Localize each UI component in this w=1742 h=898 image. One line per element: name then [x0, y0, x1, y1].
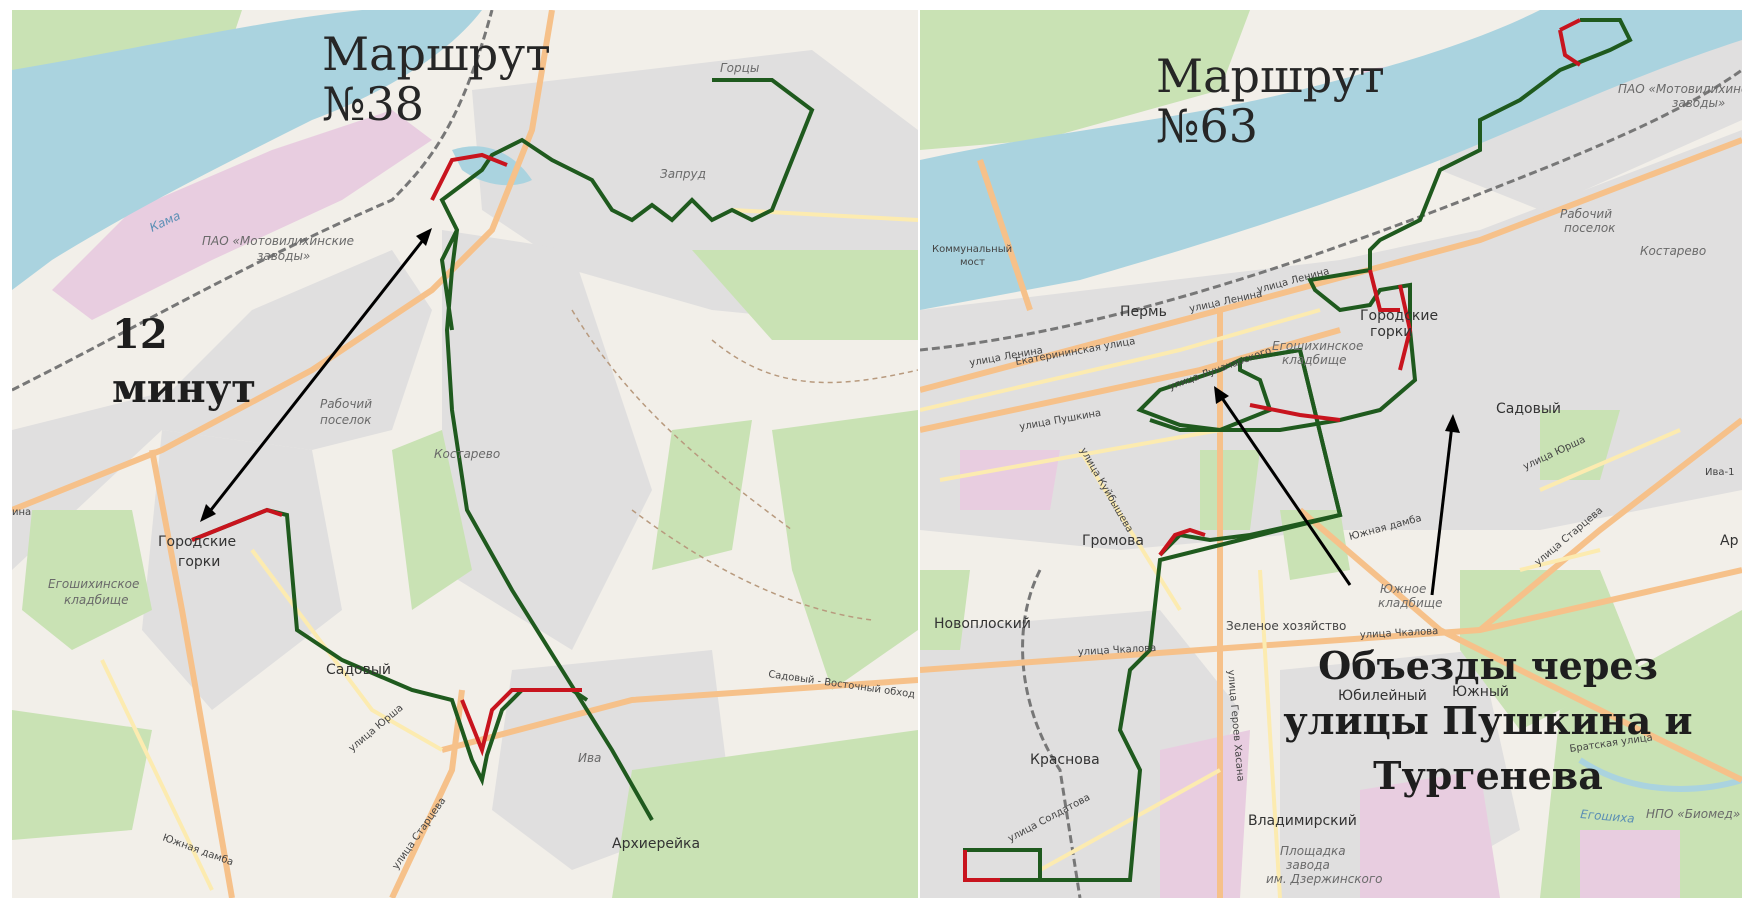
railway-right [920, 68, 1742, 352]
railway-right-2 [1021, 569, 1082, 898]
label-iva1: Ива-1 [1705, 467, 1734, 478]
secondary-roads-right [920, 308, 1681, 898]
map-canvas-left[interactable]: Горцы Запруд Кама ПАО «Мотовилихинские з… [12, 10, 918, 898]
label-zavod-3: им. Дзержинского [1266, 872, 1383, 886]
river-egoshikha [1578, 757, 1742, 792]
label-rabochiy-2: поселок [320, 413, 372, 427]
route-63-detour-ne [1558, 18, 1582, 67]
map-route-63[interactable]: ПАО «Мотовилихинские заводы» Коммунальны… [920, 10, 1742, 898]
railway [12, 10, 494, 392]
route-title-38: Маршрут №38 [322, 27, 551, 131]
label-zavod: Площадка [1280, 844, 1346, 858]
label-yubileyny: Юбилейный [1338, 688, 1427, 704]
annotation-12-minutes: 12 минут [112, 311, 257, 412]
label-zelenoe: Зеленое хозяйство [1226, 619, 1346, 633]
tracks [571, 309, 918, 621]
route-38-line [439, 78, 815, 821]
main-roads-right [920, 137, 1742, 898]
label-lina: ина [12, 507, 31, 518]
kommunalny-bridge [977, 159, 1033, 311]
label-rabochiy-r-2: поселок [1564, 221, 1616, 235]
label-novoplosky: Новоплоский [934, 616, 1031, 632]
label-chkalova-2: улица Чкалова [1078, 643, 1157, 658]
label-pao-2: заводы» [257, 249, 310, 263]
label-perm: Пермь [1120, 304, 1167, 320]
label-vladimirsky: Владимирский [1248, 813, 1357, 829]
label-rabochiy: Рабочий [320, 397, 372, 411]
route-title-63: Маршрут №63 [1156, 49, 1385, 153]
label-ar: Ар [1720, 533, 1739, 549]
route-63-detour-mid [1249, 269, 1413, 422]
label-gorodskie-r: Городские [1360, 308, 1438, 324]
label-npo: НПО «Биомед» [1646, 807, 1740, 821]
label-iva: Ива [578, 751, 601, 765]
label-egoshikhinskoe-2: кладбище [64, 593, 128, 607]
label-pao-r-2: заводы» [1672, 96, 1725, 110]
label-zaprud: Запруд [660, 167, 706, 181]
river-kama [12, 10, 482, 290]
label-gortsy: Горцы [720, 61, 759, 75]
label-kommunalny-2: мост [960, 257, 985, 268]
label-yuzhnoe-2: кладбище [1378, 596, 1442, 610]
label-pao: ПАО «Мотовилихинские [202, 234, 354, 248]
label-yuzhnoe: Южное [1380, 582, 1426, 596]
map-canvas-right[interactable]: ПАО «Мотовилихинские заводы» Коммунальны… [920, 10, 1742, 898]
label-pao-r: ПАО «Мотовилихинские [1618, 82, 1742, 96]
label-gorodskie-r-2: горки [1370, 324, 1412, 340]
forest-areas [12, 10, 918, 898]
label-kommunalny: Коммунальный [932, 244, 1012, 255]
label-yuzhny: Южный [1452, 684, 1509, 700]
route-38-detour-south [460, 688, 582, 757]
label-zavod-2: завода [1286, 858, 1330, 872]
route-38-detour-west [191, 507, 283, 542]
secondary-roads [100, 208, 918, 891]
label-egoshikhinskoe-r-2: кладбище [1282, 353, 1346, 367]
label-egoshikhinskoe: Егошихинское [48, 577, 139, 591]
label-arkhiereyka: Архиерейка [612, 836, 700, 852]
map-route-38[interactable]: Горцы Запруд Кама ПАО «Мотовилихинские з… [12, 10, 918, 898]
label-gromova: Громова [1082, 533, 1144, 549]
label-egoshikhinskoe-r: Егошихинское [1272, 339, 1363, 353]
route-38-detour-north [430, 152, 508, 201]
arrow-pushkina [1214, 386, 1352, 586]
double-arrow [200, 228, 432, 522]
label-rabochiy-r: Рабочий [1560, 207, 1612, 221]
river-kama-right [920, 10, 1742, 310]
label-krasnova: Краснова [1030, 752, 1100, 768]
label-gorodskie: Городские [158, 534, 236, 550]
label-sadovy: Садовый [326, 662, 391, 678]
label-egoshikha: Егошиха [1580, 807, 1635, 826]
label-chkalova: улица Чкалова [1360, 626, 1439, 641]
arrow-turgeneva [1430, 414, 1460, 596]
label-gorodskie-2: горки [178, 554, 220, 570]
industrial-zone [52, 110, 432, 320]
label-kostarevo: Костарево [434, 447, 500, 461]
annotation-detours: Объезды через улицы Пушкина и Тургенева [1283, 643, 1693, 799]
route-63-detour-sw [1158, 527, 1206, 557]
label-sadovy-r: Садовый [1496, 401, 1561, 417]
route-38-line-south [191, 507, 589, 787]
route-63-detour-end [963, 850, 1000, 882]
label-kostarevo-r: Костарево [1640, 244, 1706, 258]
